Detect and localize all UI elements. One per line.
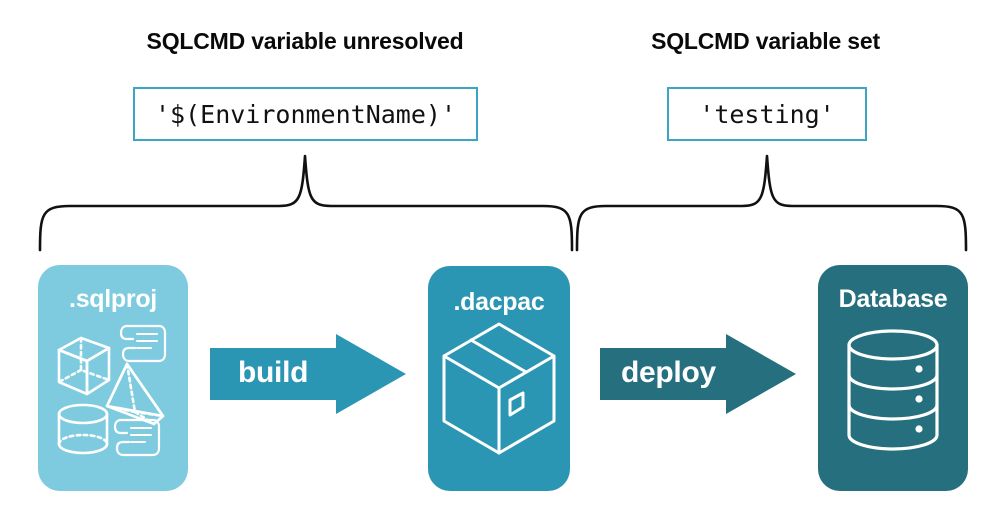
arrow-build: build — [210, 332, 406, 416]
artefact-label-sqlproj: .sqlproj — [69, 285, 157, 313]
code-value-box-testing: 'testing' — [667, 87, 867, 141]
artefact-label-database: Database — [838, 285, 948, 313]
package-box-icon-svg — [442, 322, 556, 455]
arrow-deploy: deploy — [600, 332, 796, 416]
database-objects-icon — [38, 320, 188, 460]
brace-right-icon — [575, 154, 968, 252]
cylinder-icon — [57, 403, 109, 455]
script-scroll-icon — [119, 324, 167, 363]
database-cylinder-icon-svg — [847, 329, 939, 451]
arrow-deploy-label: deploy — [621, 356, 716, 389]
database-objects-icon-svg — [57, 324, 167, 457]
script-scroll-icon — [113, 418, 161, 457]
pyramid-icon — [105, 362, 165, 426]
database-cylinder-icon — [818, 327, 968, 455]
brace-right — [566, 150, 976, 255]
artefact-box-dacpac[interactable]: .dacpac — [428, 266, 570, 491]
artefact-box-database[interactable]: Database — [818, 265, 968, 491]
code-value-box-environment-name: '$(EnvironmentName)' — [133, 87, 478, 141]
caption-sqlcmd-variable-set: SQLCMD variable set — [651, 28, 880, 54]
artefact-box-sqlproj[interactable]: .sqlproj — [38, 265, 188, 491]
arrow-build-label: build — [238, 356, 309, 389]
cube-icon — [57, 336, 111, 396]
package-box-icon — [428, 320, 570, 458]
arrow-build-icon — [210, 334, 406, 414]
brace-left-icon — [38, 154, 574, 252]
artefact-label-dacpac: .dacpac — [453, 288, 545, 316]
brace-left — [24, 150, 584, 255]
arrow-deploy-icon — [600, 334, 796, 414]
caption-sqlcmd-variable-unresolved: SQLCMD variable unresolved — [146, 28, 464, 54]
